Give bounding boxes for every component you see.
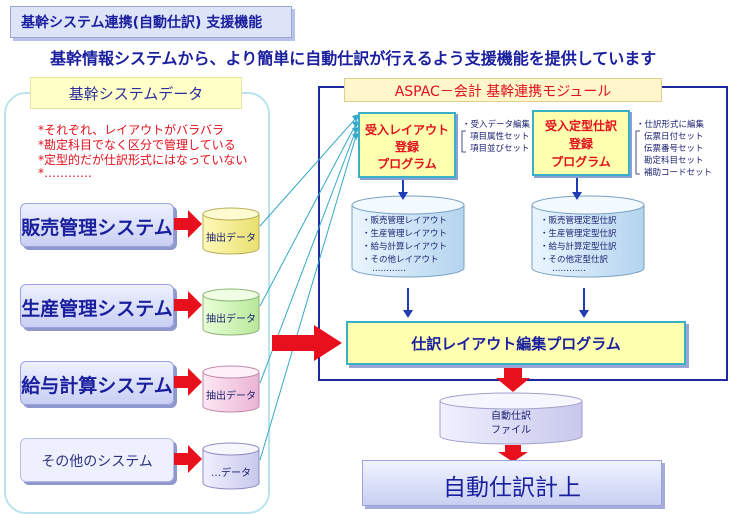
other-data-label: …データ — [211, 468, 251, 479]
extracted-data-cylinder-label-box: 抽出データ — [203, 295, 259, 333]
blue-down-arrow — [579, 288, 589, 318]
production-system-label: 生産管理システム — [21, 298, 173, 320]
template-note: 勘定科目セット — [644, 156, 704, 166]
core-system-panel-title: 基幹システムデータ — [68, 85, 204, 103]
layout-program-line: 受入レイアウト — [364, 123, 449, 137]
template-note: 補助コードセット — [644, 168, 713, 178]
template-registration-program-box: 受入定型仕訳 登録 プログラム — [532, 110, 630, 176]
core-system-panel-header: 基幹システムデータ — [30, 77, 242, 109]
template-note: ・仕訳形式に編集 — [636, 120, 705, 130]
layout-db-item: ・生産管理レイアウト — [362, 229, 448, 239]
template-db-item: ………… — [552, 264, 586, 274]
layout-db-item: ・販売管理レイアウト — [362, 216, 448, 226]
red-arrow — [174, 368, 202, 396]
template-program-line: プログラム — [551, 155, 611, 169]
layout-program-line: 登録 — [394, 140, 419, 154]
layout-program-line: プログラム — [377, 157, 437, 171]
page-title: 基幹システム連携(自動仕訳) 支援機能 — [21, 15, 263, 31]
template-db-item: ・給与計算定型仕訳 — [540, 242, 617, 252]
extracted-data-label: 抽出データ — [206, 233, 256, 244]
bracket — [461, 130, 466, 153]
extracted-data-cylinder — [202, 365, 260, 413]
template-program-line: 登録 — [568, 137, 593, 151]
template-db-item: ・販売管理定型仕訳 — [540, 216, 617, 226]
auto-journal-posting-box: 自動仕訳計上 — [362, 460, 662, 506]
other-system-box: その他のシステム — [20, 438, 174, 482]
journal-layout-edit-program-label: 仕訳レイアウト編集プログラム — [411, 335, 621, 353]
extracted-data-cylinder-label-box: 抽出データ — [203, 372, 259, 410]
extracted-data-cylinder-label-box: 抽出データ — [203, 214, 259, 252]
template-db-item: ・生産管理定型仕訳 — [540, 229, 617, 239]
subtitle: 基幹情報システムから、より簡単に自動仕訳が行えるよう支援機能を提供しています — [50, 49, 657, 68]
red-arrow — [174, 291, 202, 319]
blue-down-arrow — [572, 176, 582, 200]
template-program-line: 受入定型仕訳 — [544, 119, 617, 133]
red-down-arrow — [496, 364, 530, 392]
journal-layout-edit-program-box: 仕訳レイアウト編集プログラム — [346, 321, 686, 365]
layout-database-cylinder — [351, 195, 465, 278]
layout-note: 項目属性セット — [470, 132, 530, 142]
layout-note: ・受入データ編集 — [462, 120, 531, 130]
payroll-system-box: 給与計算システム — [20, 361, 174, 405]
extracted-data-cylinder — [202, 442, 260, 490]
other-system-label: その他のシステム — [41, 454, 153, 470]
layout-db-item: ・給与計算レイアウト — [362, 242, 448, 252]
extracted-data-label: 抽出データ — [206, 391, 256, 402]
integration-module-title: ASPAC－会計 基幹連携モジュール — [394, 84, 612, 100]
sales-system-box: 販売管理システム — [20, 203, 174, 247]
auto-journal-posting-label: 自動仕訳計上 — [443, 475, 581, 501]
note-line: *………… — [38, 166, 92, 180]
layout-note: 項目並びセット — [470, 144, 530, 154]
other-data-cylinder-label-box: …データ — [203, 449, 259, 487]
note-line: *定型的だが仕訳形式にはなっていない — [38, 153, 248, 167]
layout-registration-program-box: 受入レイアウト 登録 プログラム — [358, 112, 456, 178]
production-system-box: 生産管理システム — [20, 284, 174, 328]
extracted-data-cylinder — [202, 288, 260, 336]
extracted-data-label: 抽出データ — [206, 314, 256, 325]
blue-down-arrow — [403, 288, 413, 318]
red-arrow-large — [272, 325, 342, 361]
output-file-cylinder — [439, 392, 583, 445]
output-file-label: ファイル — [491, 425, 531, 436]
note-line: *それぞれ、レイアウトがバラバラ — [38, 123, 225, 137]
template-db-item: ・その他定型仕訳 — [540, 255, 609, 265]
red-arrow — [174, 210, 202, 238]
integration-module-header: ASPAC－会計 基幹連携モジュール — [344, 78, 662, 102]
output-file-label: 自動仕訳 — [491, 411, 531, 422]
layout-db-item: ・その他レイアウト — [362, 255, 439, 265]
template-database-cylinder — [531, 195, 645, 278]
layout-db-item: ………… — [372, 264, 406, 274]
data-flow-lines — [259, 117, 357, 461]
output-file-label-box: 自動仕訳 ファイル — [440, 394, 582, 442]
payroll-system-label: 給与計算システム — [21, 375, 173, 397]
template-note: 伝票番号セット — [644, 144, 704, 154]
template-note: 伝票日付セット — [644, 132, 704, 142]
red-down-arrow — [498, 445, 528, 462]
bracket — [635, 130, 640, 175]
sales-system-label: 販売管理システム — [21, 217, 173, 239]
note-line: *勘定科目でなく区分で管理している — [38, 138, 236, 152]
title-bar: 基幹システム連携(自動仕訳) 支援機能 — [10, 6, 292, 38]
red-arrow — [174, 445, 202, 473]
blue-down-arrow — [398, 176, 408, 200]
extracted-data-cylinder — [202, 207, 260, 255]
